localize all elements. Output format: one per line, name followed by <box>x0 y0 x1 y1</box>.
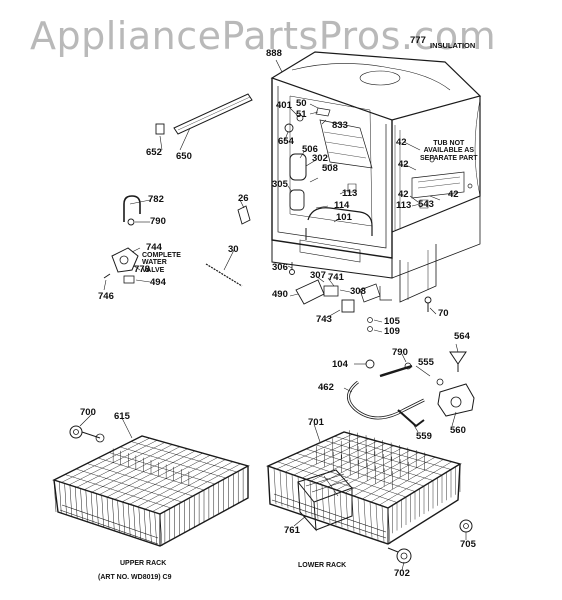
callout-305: 305 <box>272 179 288 190</box>
callout-42c: 42 <box>398 189 409 200</box>
note-insulation: INSULATION <box>430 41 476 50</box>
callout-744: 744 <box>146 242 162 253</box>
watermark: AppliancePartsPros.com <box>30 14 497 58</box>
callout-306: 306 <box>272 262 288 273</box>
note-complete-water-valve: COMPLETE WATER VALVE <box>142 252 181 274</box>
callout-506: 506 <box>302 144 318 155</box>
label-lower-rack: LOWER RACK <box>298 562 347 569</box>
callout-782: 782 <box>148 194 164 205</box>
callout-705: 705 <box>460 539 476 550</box>
float-switch-parts <box>289 262 432 332</box>
callout-51: 51 <box>296 109 307 120</box>
callout-700: 700 <box>80 407 96 418</box>
callout-307: 307 <box>310 270 326 281</box>
callout-741: 741 <box>328 272 344 283</box>
callout-109: 109 <box>384 326 400 337</box>
drain-hose-assembly <box>347 351 475 428</box>
callout-302: 302 <box>312 153 328 164</box>
callout-30: 30 <box>228 244 239 255</box>
rack-wheels-700 <box>69 425 105 443</box>
rack-wheels-lower <box>387 519 473 564</box>
callout-778: 778 <box>134 264 150 275</box>
callout-888: 888 <box>266 48 282 59</box>
door-seal-parts <box>155 93 253 135</box>
callout-508: 508 <box>322 163 338 174</box>
callout-113b: 113 <box>396 200 412 211</box>
callout-702: 702 <box>394 568 410 579</box>
callout-777: 777 <box>410 35 426 46</box>
label-art-no: (ART NO. WD8019) C9 <box>98 574 172 581</box>
callout-308: 308 <box>350 286 366 297</box>
callout-701: 701 <box>308 417 324 428</box>
callout-26: 26 <box>238 193 249 204</box>
callout-42a: 42 <box>396 137 407 148</box>
callout-743: 743 <box>316 314 332 325</box>
callout-494: 494 <box>150 277 166 288</box>
callout-560: 560 <box>450 425 466 436</box>
tub-assembly <box>270 51 482 303</box>
callout-490: 490 <box>272 289 288 300</box>
leader-lines <box>79 59 467 571</box>
callout-462: 462 <box>318 382 334 393</box>
callout-50: 50 <box>296 98 307 109</box>
callout-652: 652 <box>146 147 162 158</box>
callout-114: 114 <box>334 200 350 211</box>
callout-401: 401 <box>276 100 292 111</box>
callout-113a: 113 <box>342 188 358 199</box>
callout-564: 564 <box>454 331 470 342</box>
callout-746: 746 <box>98 291 114 302</box>
water-valve-parts <box>103 195 141 284</box>
note-tub-not-available: TUB NOT AVAILABLE AS SEPARATE PART <box>420 140 478 162</box>
callout-105: 105 <box>384 316 400 327</box>
callout-70: 70 <box>438 308 449 319</box>
callout-654: 654 <box>278 136 294 147</box>
callout-790b: 790 <box>392 347 408 358</box>
callout-543: 543 <box>418 199 434 210</box>
label-upper-rack: UPPER RACK <box>120 560 167 567</box>
callout-104: 104 <box>332 359 348 370</box>
callout-650: 650 <box>176 151 192 162</box>
callout-833: 833 <box>332 120 348 131</box>
callout-555: 555 <box>418 357 434 368</box>
callout-761: 761 <box>284 525 300 536</box>
lower-rack <box>266 430 462 545</box>
callout-42d: 42 <box>448 189 459 200</box>
callout-559: 559 <box>416 431 432 442</box>
upper-rack <box>52 435 250 547</box>
callout-615: 615 <box>114 411 130 422</box>
callout-101: 101 <box>336 212 352 223</box>
callout-42b: 42 <box>398 159 409 170</box>
callout-790a: 790 <box>150 216 166 227</box>
